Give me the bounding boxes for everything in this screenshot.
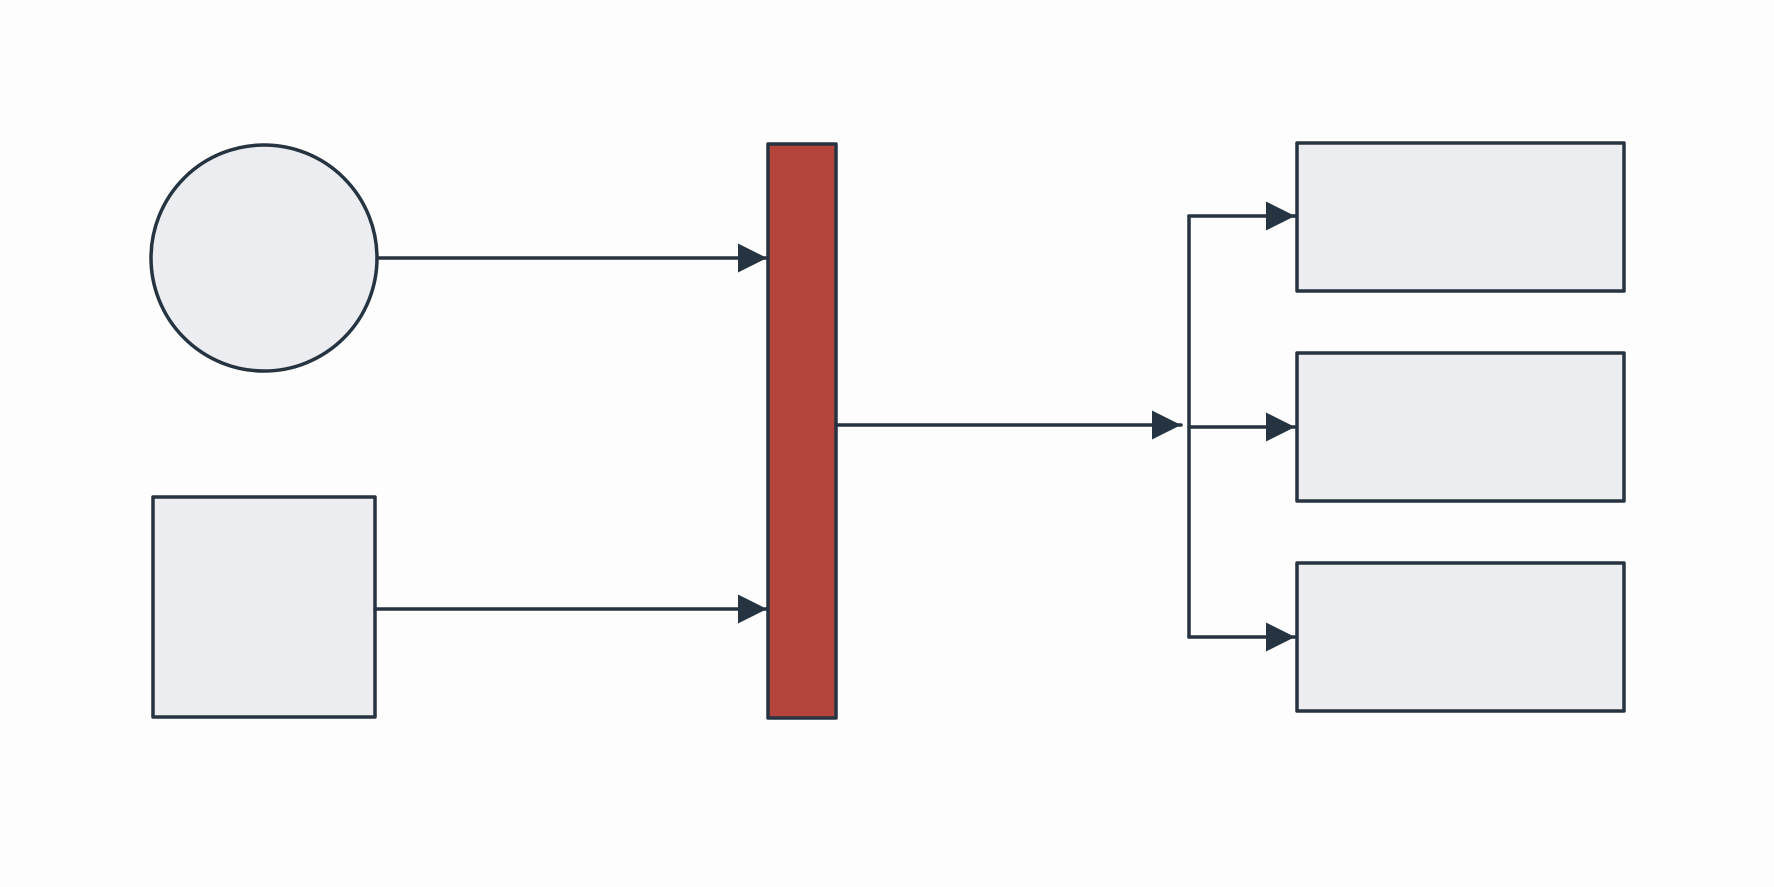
output-box-1	[1295, 141, 1626, 293]
output-box-2	[1295, 351, 1626, 503]
central-bar-node	[766, 142, 838, 720]
source-circle-node	[149, 143, 379, 373]
source-square-node	[151, 495, 377, 719]
output-box-3	[1295, 561, 1626, 713]
